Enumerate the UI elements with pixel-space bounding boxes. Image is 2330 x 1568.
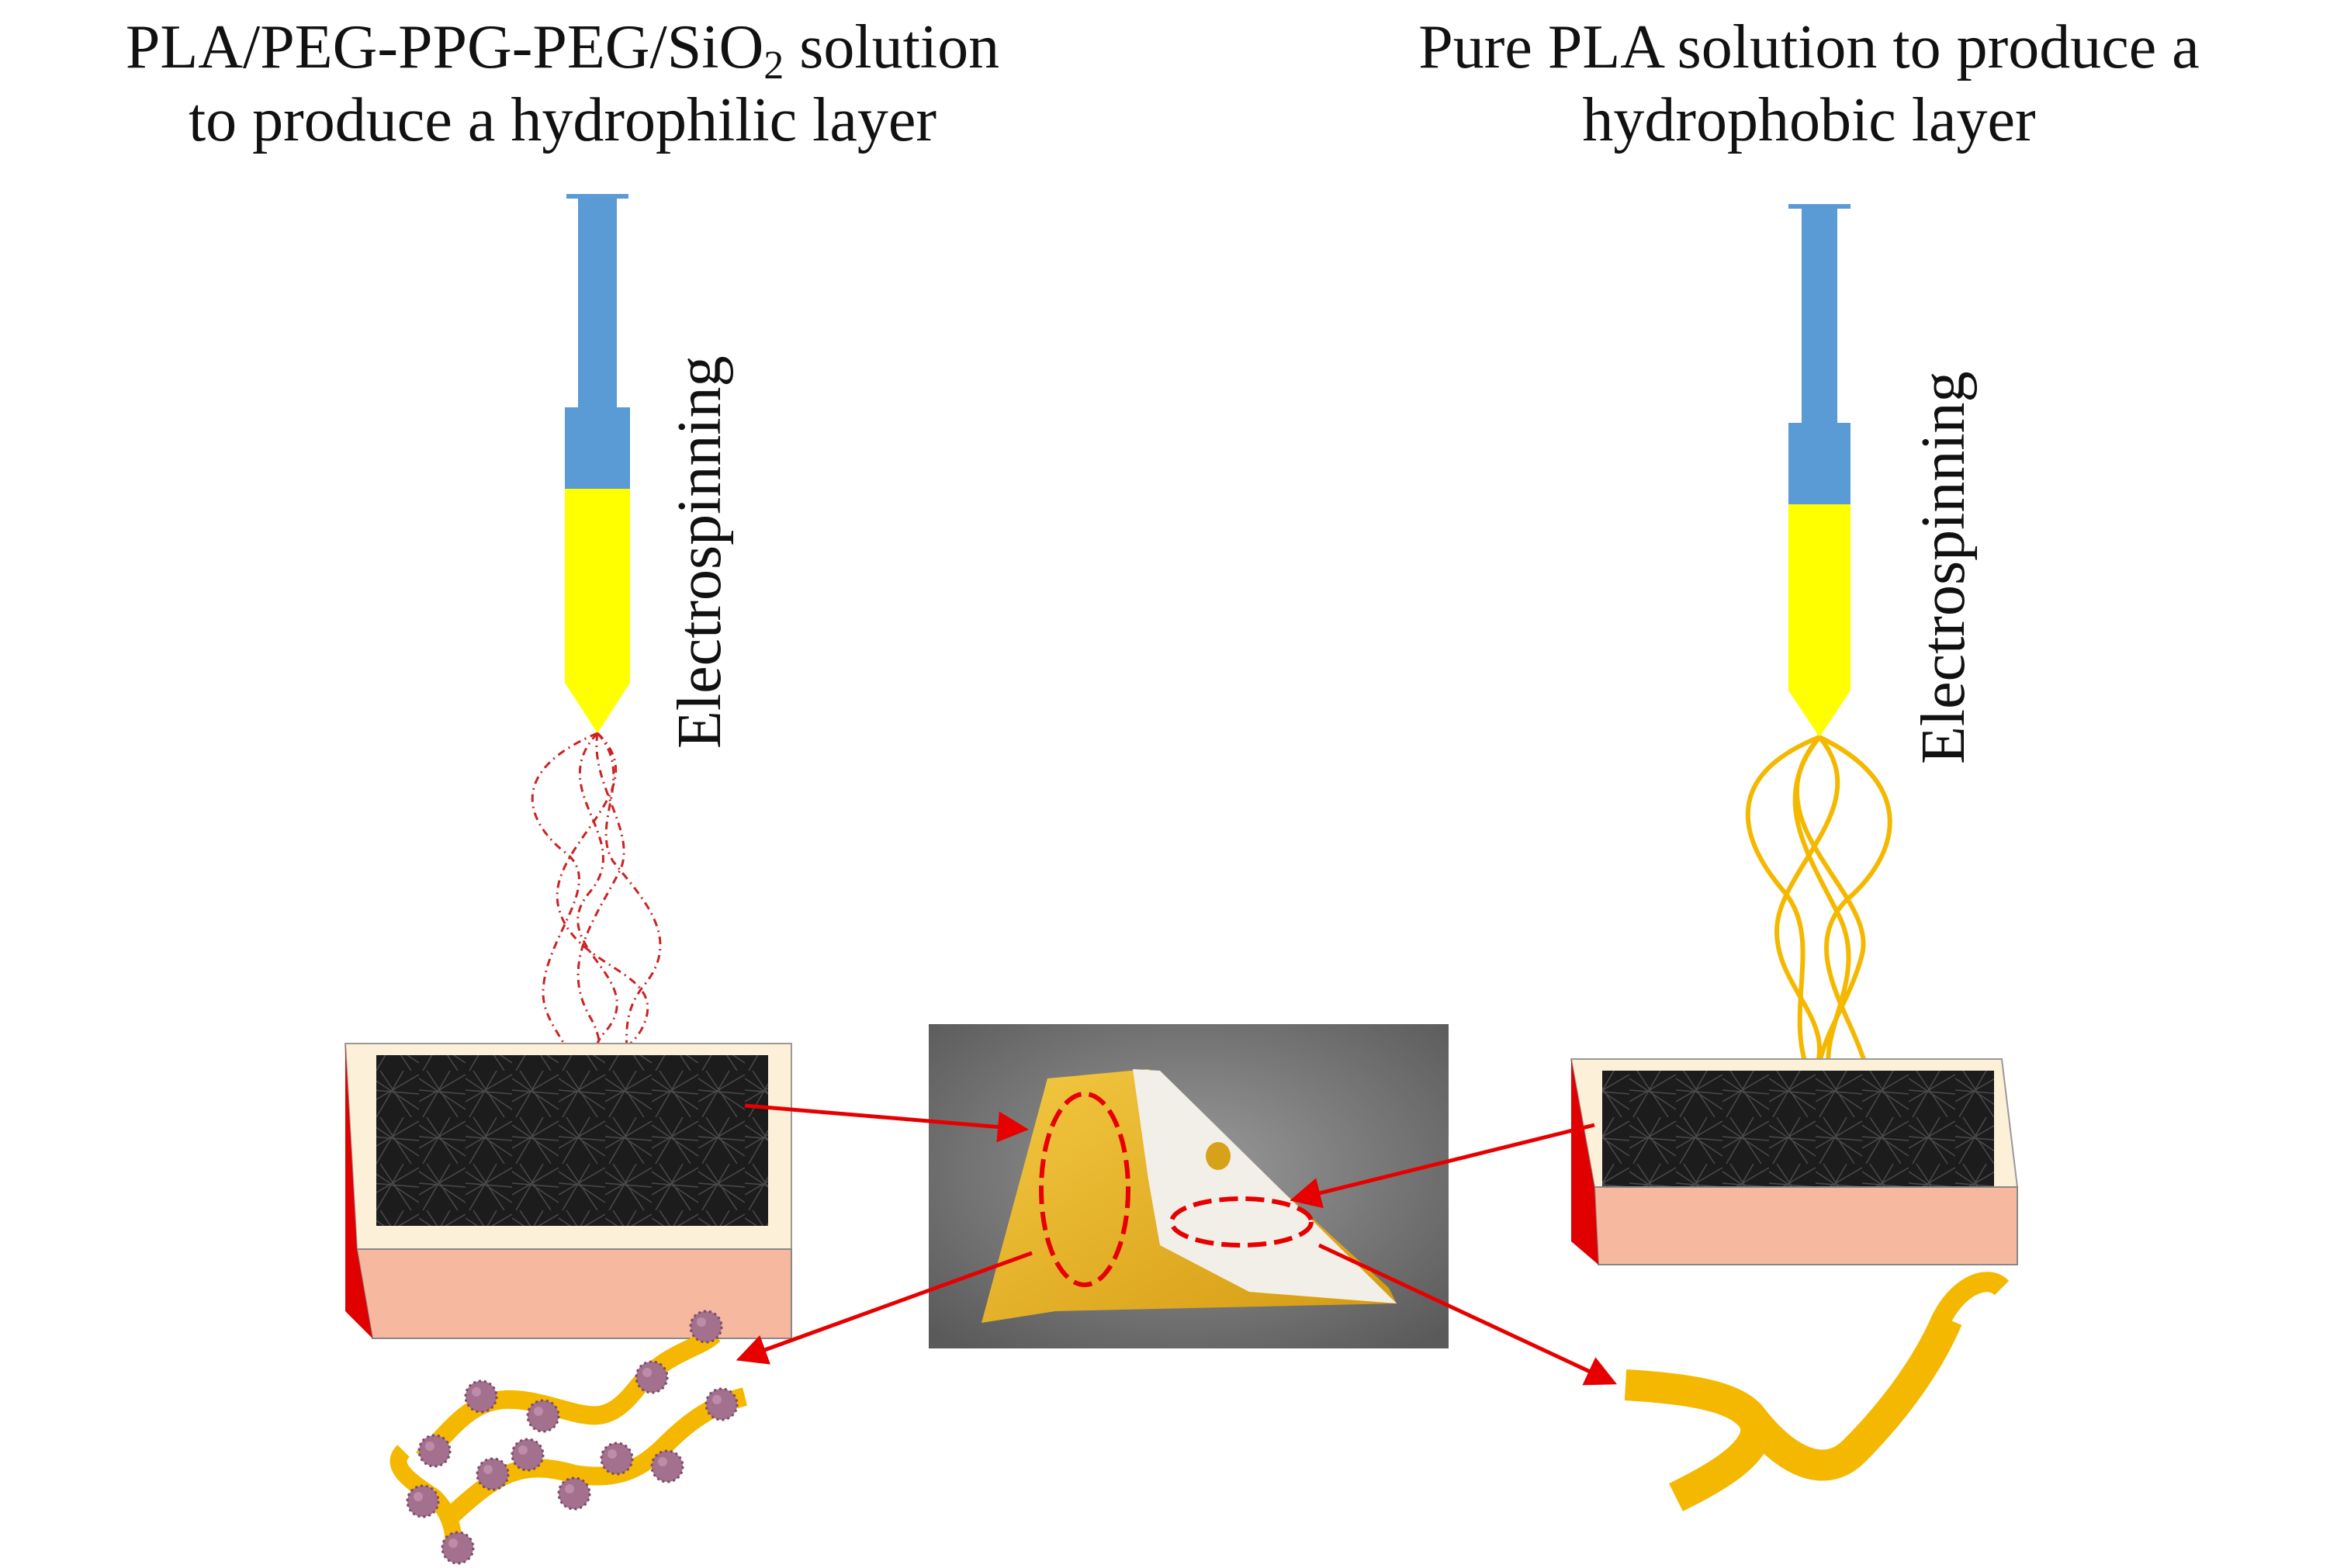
right-collector: [1570, 1058, 2019, 1265]
arrow-left-collector-to-photo: [744, 1103, 1029, 1143]
right-syringe: [1788, 204, 1850, 737]
hydrophobic-fiber: [1624, 1272, 2010, 1511]
left-collector-mat: [376, 1055, 768, 1226]
left-title: PLA/PEG-PPG-PEG/SiO2 solution to produce…: [0, 11, 1125, 157]
left-title-formula: PLA/PEG-PPG-PEG/SiO: [125, 13, 764, 81]
right-highlight-ellipse: [1169, 1196, 1314, 1248]
nanoparticle: [417, 1434, 452, 1468]
arrows: [736, 1103, 1618, 1386]
nanoparticle: [511, 1438, 545, 1472]
arrow-photo-to-right-fiber: [1317, 1243, 1618, 1386]
left-syringe-barrel: [565, 407, 630, 489]
left-title-line2: to produce a hydrophilic layer: [188, 86, 937, 154]
nanoparticle: [557, 1476, 591, 1511]
membrane-photo: [929, 1024, 1449, 1348]
right-title-line1: Pure PLA solution to produce a: [1418, 13, 2200, 81]
left-title-tail: solution: [784, 13, 1000, 81]
nanoparticle: [464, 1379, 498, 1414]
left-syringe: [565, 194, 630, 733]
right-collector-side: [1571, 1059, 1598, 1265]
hydrophilic-fibers: [389, 1310, 748, 1565]
right-syringe-solution: [1788, 504, 1850, 737]
right-syringe-plunger: [1802, 208, 1837, 425]
nanoparticle: [650, 1449, 684, 1483]
nanoparticle: [441, 1531, 475, 1565]
nanoparticle: [476, 1457, 510, 1491]
nanoparticle: [526, 1399, 560, 1433]
nanoparticle: [406, 1484, 440, 1518]
left-title-subscript: 2: [763, 43, 784, 88]
right-syringe-barrel: [1788, 423, 1850, 504]
left-title-line1: PLA/PEG-PPG-PEG/SiO2 solution: [0, 11, 1125, 86]
left-collector: [344, 1043, 792, 1339]
arrow-right-collector-to-photo: [1290, 1123, 1595, 1209]
right-title-line2: hydrophobic layer: [1582, 86, 2036, 154]
left-syringe-solution: [565, 489, 630, 733]
right-syringe-plunger-cap: [1788, 204, 1850, 209]
arrow-photo-to-left-fibers: [736, 1251, 1033, 1365]
left-syringe-plunger-cap: [566, 194, 628, 199]
hydrophobic-layer-sheet: [1133, 1069, 1397, 1303]
nanoparticle: [635, 1360, 669, 1394]
water-droplet: [1206, 1142, 1231, 1170]
nanoparticle: [705, 1387, 739, 1421]
left-syringe-plunger: [578, 198, 617, 407]
left-highlight-ellipse: [1039, 1092, 1130, 1287]
right-title: Pure PLA solution to produce a hydrophob…: [1288, 11, 2330, 157]
nanoparticle: [689, 1310, 723, 1344]
nanoparticle: [600, 1442, 634, 1476]
left-collector-side: [345, 1044, 372, 1338]
